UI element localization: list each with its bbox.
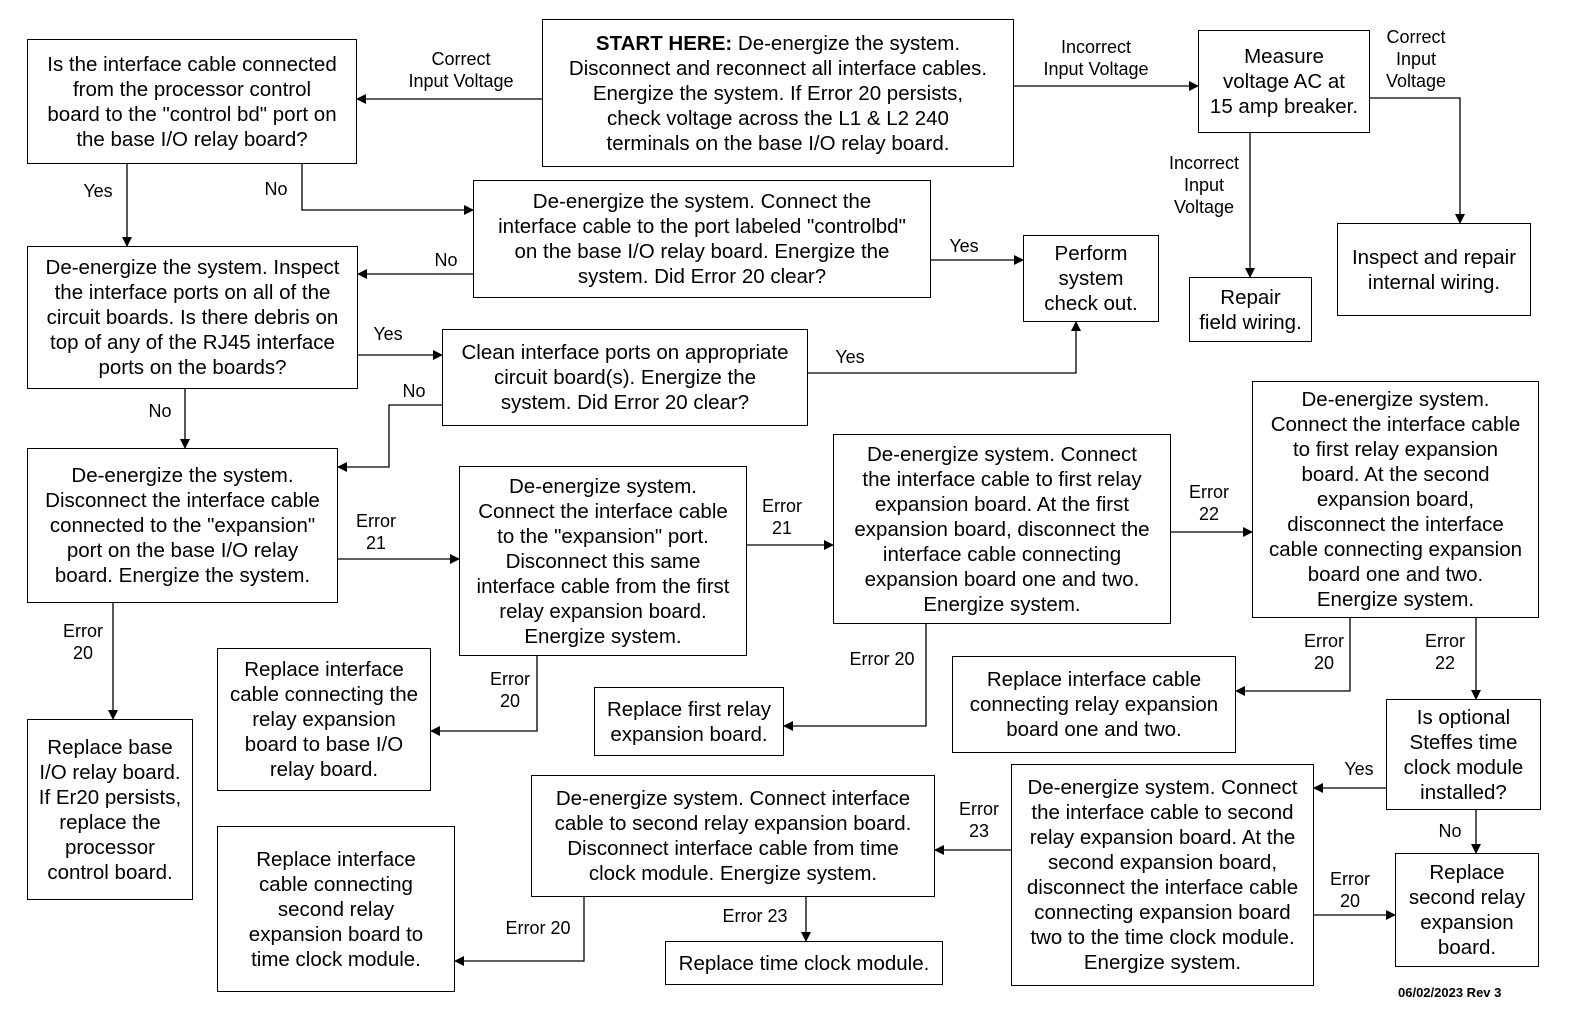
replace-base-io-box: Replace base I/O relay board. If Er20 pe… — [27, 719, 193, 900]
label-error22-second: Error 22 — [1425, 631, 1465, 673]
connect-second-to-clock-box: De-energize system. Connect the interfac… — [1011, 764, 1314, 986]
second-expansion-disconnect-box: De-energize system. Connect the interfac… — [1252, 381, 1539, 618]
connect-control-port-box: De-energize the system. Connect the inte… — [473, 180, 931, 298]
inspect-internal-wiring-box: Inspect and repair internal wiring. — [1337, 223, 1531, 316]
replace-time-clock-box: Replace time clock module. — [665, 941, 943, 985]
inspect-ports-box: De-energize the system. Inspect the inte… — [27, 246, 358, 389]
label-yes-control: Yes — [949, 236, 979, 256]
arrow-clean-yes — [808, 321, 1081, 374]
connect-first-relay-box: De-energize system. Connect the interfac… — [833, 434, 1171, 624]
time-clock-installed-box: Is optional Steffes time clock module in… — [1386, 699, 1541, 810]
replace-cable-to-base-box: Replace interface cable connecting the r… — [217, 648, 431, 791]
label-correct-input-right: Correct Input Voltage — [1385, 27, 1447, 91]
label-no-control: No — [434, 250, 458, 270]
label-no-cable: No — [264, 179, 288, 199]
start-here-heading: START HERE: — [595, 31, 733, 55]
label-yes-clean: Yes — [835, 347, 865, 367]
label-error23-disconnect: Error 23 — [722, 906, 788, 926]
label-incorrect-input-top: Incorrect Input Voltage — [1043, 37, 1149, 79]
label-error20-first: Error 20 — [849, 649, 915, 669]
arrow-port-err20 — [430, 656, 538, 736]
replace-second-relay-box: Replace second relay expansion board. — [1395, 853, 1539, 967]
label-error22-first: Error 22 — [1189, 482, 1229, 524]
arrow-cable-no — [301, 163, 474, 215]
arrow-disc-err20 — [454, 897, 585, 966]
arrow-first-err20 — [783, 624, 927, 731]
clean-ports-box: Clean interface ports on appropriate cir… — [442, 329, 808, 426]
arrow-second-err20 — [1235, 618, 1351, 696]
label-yes-inspect: Yes — [373, 324, 403, 344]
connect-second-disconnect-clock-box: De-energize system. Connect interface ca… — [531, 775, 935, 897]
arrow-measure-to-internal — [1370, 97, 1465, 224]
replace-cable-clock-box: Replace interface cable connecting secon… — [217, 826, 455, 992]
revision-stamp: 06/02/2023 Rev 3 — [1398, 985, 1502, 1000]
label-yes-cable: Yes — [83, 181, 113, 201]
repair-field-wiring-box: Repair field wiring. — [1189, 277, 1312, 342]
label-no-clean: No — [402, 381, 426, 401]
system-checkout-box: Perform system check out. — [1023, 235, 1159, 322]
label-error21-expansion: Error 21 — [356, 511, 396, 553]
label-no-inspect: No — [148, 401, 172, 421]
arrow-clean-no — [337, 404, 442, 472]
disconnect-expansion-box: De-energize the system. Disconnect the i… — [27, 448, 338, 603]
replace-first-relay-box: Replace first relay expansion board. — [594, 687, 784, 756]
cable-connected-box: Is the interface cable connected from th… — [27, 39, 357, 164]
start-here-box: START HERE: De-energize the system. Disc… — [542, 19, 1014, 167]
replace-cable-one-two-box: Replace interface cable connecting relay… — [952, 656, 1236, 753]
label-error20-disconnect: Error 20 — [505, 918, 571, 938]
label-error20-port: Error 20 — [490, 669, 530, 711]
label-incorrect-input-down: Incorrect Input Voltage — [1168, 153, 1240, 217]
label-correct-input-left: Correct Input Voltage — [408, 49, 514, 91]
label-error20-clock: Error 20 — [1330, 869, 1370, 911]
connect-expansion-port-box: De-energize system. Connect the interfac… — [459, 466, 747, 656]
start-here-text: De-energize the system. Disconnect and r… — [568, 31, 988, 155]
measure-voltage-box: Measure voltage AC at 15 amp breaker. — [1198, 30, 1370, 133]
label-error21-port: Error 21 — [762, 496, 802, 538]
label-no-clock: No — [1438, 821, 1462, 841]
label-yes-clock: Yes — [1344, 759, 1374, 779]
label-error23-clock: Error 23 — [959, 799, 999, 841]
label-error20-expansion: Error 20 — [63, 621, 103, 663]
label-error20-second: Error 20 — [1304, 631, 1344, 673]
